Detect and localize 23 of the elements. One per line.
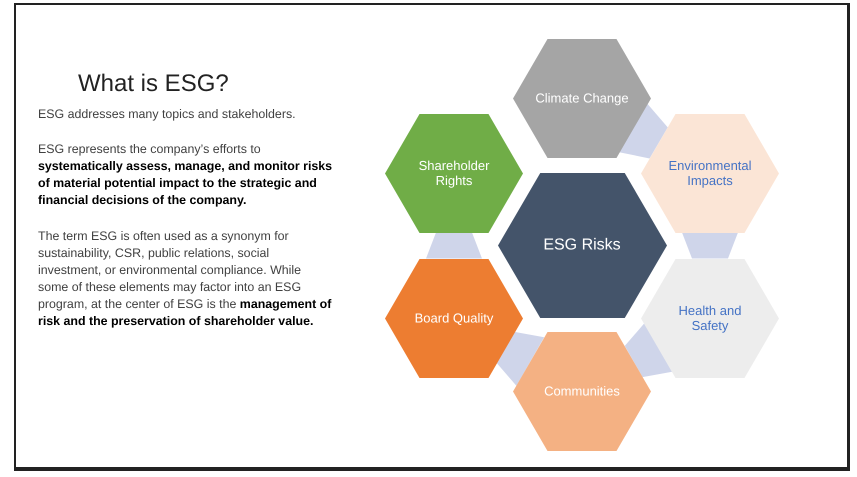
connector-band (682, 232, 738, 258)
hexagon-node (513, 38, 651, 158)
paragraph: ESG represents the company’s efforts to systematically assess, manage, and monitor risks of material potential impact to the strategic and financial decisions of the company. (38, 141, 334, 209)
node-label: Climate Change (534, 90, 630, 106)
paragraph: ESG addresses many topics and stakeholders. (38, 106, 297, 123)
hexagon-node (641, 258, 779, 378)
hexagon-node (385, 258, 523, 378)
connector-band (624, 323, 672, 378)
connector-band (426, 232, 482, 258)
hexagon-node (498, 172, 666, 318)
node-label: Environmental Impacts (667, 158, 753, 188)
hexagon-node (513, 332, 651, 450)
hexagon-node (641, 114, 779, 232)
connector-band (496, 332, 544, 386)
hexagon-node (385, 114, 523, 232)
paragraph: The term ESG is often used as a synonym for sustainability, CSR, public relations, social investment, or environmental compliance. While some of these elements may factor into an ESG program, at the center of ESG is the management of risk and the preservation of shareholder value. (38, 228, 332, 330)
slide-title: What is ESG? (78, 70, 229, 98)
node-label: Health and Safety (678, 303, 742, 333)
node-label: ESG Risks (542, 238, 622, 252)
node-label: Shareholder Rights (418, 158, 490, 188)
node-label: Communities (543, 384, 621, 398)
node-label: Board Quality (414, 310, 494, 326)
connector-band (619, 104, 668, 158)
